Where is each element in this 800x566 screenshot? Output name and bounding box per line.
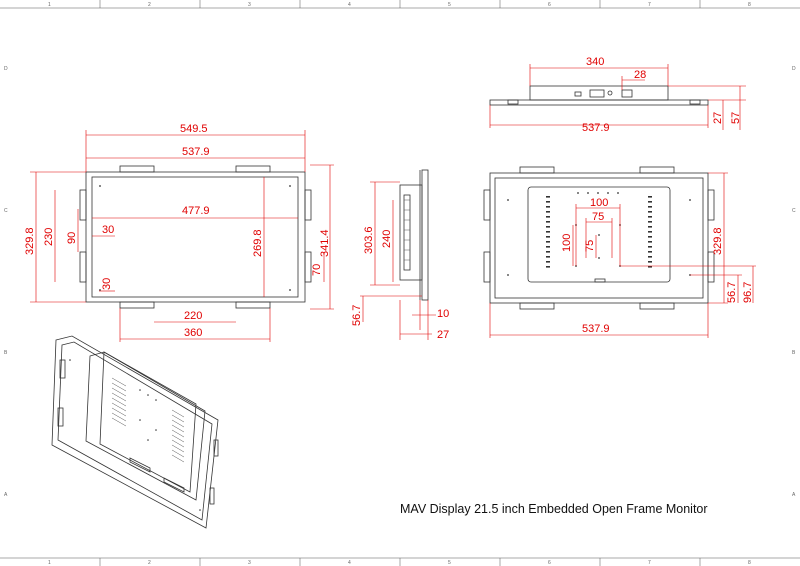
col-label: 1	[48, 560, 51, 566]
dim-vesa-100-v: 100	[561, 234, 573, 252]
dim-bottom-360: 360	[184, 327, 202, 339]
col-label: 6	[548, 2, 551, 8]
dim-depth-27: 27	[437, 329, 449, 341]
column-labels-bottom: 1 2 3 4 5 6 7 8	[48, 560, 751, 566]
col-label: 7	[648, 560, 651, 566]
dim-depth-10: 10	[437, 308, 449, 320]
dim-bottom-220: 220	[184, 310, 202, 322]
col-label: 2	[148, 560, 151, 566]
dim-height-27: 27	[712, 112, 724, 124]
drawing-title: MAV Display 21.5 inch Embedded Open Fram…	[400, 502, 708, 516]
dim-height-240: 240	[381, 230, 393, 248]
dim-rear-offset-96-7: 96.7	[742, 282, 754, 303]
col-label: 8	[748, 2, 751, 8]
col-label: 3	[248, 560, 251, 566]
dim-outer-height: 341.4	[319, 229, 331, 257]
col-label: 4	[348, 2, 351, 8]
row-label: D	[4, 66, 8, 72]
side-view: 303.6 240 56.7 10 27	[351, 169, 449, 341]
dim-offset-30-bottom: 30	[101, 278, 113, 290]
col-label: 7	[648, 2, 651, 8]
dim-vesa-75-h: 75	[592, 211, 604, 223]
dim-vesa-75-v: 75	[584, 240, 596, 252]
col-label: 8	[748, 560, 751, 566]
col-label: 3	[248, 2, 251, 8]
dim-width-537-9: 537.9	[582, 122, 610, 134]
top-view: 340 28 537.9 27 57	[489, 56, 746, 134]
front-view: 549.5 537.9 477.9 329.8 230 90 30 30 269…	[24, 123, 334, 342]
dim-offset-30-top: 30	[102, 224, 114, 236]
row-label: A	[4, 492, 8, 498]
dim-height-230: 230	[43, 228, 55, 246]
dim-active-width: 477.9	[182, 205, 210, 217]
col-label: 5	[448, 2, 451, 8]
dim-width-340: 340	[586, 56, 604, 68]
dim-rear-offset-56-7: 56.7	[726, 282, 738, 303]
row-label: B	[792, 350, 796, 356]
row-label: C	[792, 208, 796, 214]
row-labels: D C B A D C B A	[4, 66, 796, 498]
col-label: 5	[448, 560, 451, 566]
dim-overall-width: 549.5	[180, 123, 208, 135]
dim-rear-width-537-9: 537.9	[582, 323, 610, 335]
col-label: 1	[48, 2, 51, 8]
isometric-view	[51, 335, 219, 529]
dim-frame-width: 537.9	[182, 146, 210, 158]
dim-offset-70: 70	[311, 264, 323, 276]
dim-overall-height: 329.8	[24, 227, 36, 255]
dim-vesa-100-h: 100	[590, 197, 608, 209]
dim-height-57: 57	[730, 112, 742, 124]
col-label: 2	[148, 2, 151, 8]
dim-height-90: 90	[66, 232, 78, 244]
row-label: B	[4, 350, 8, 356]
col-label: 4	[348, 560, 351, 566]
rear-view: 100 75 100 75 329.8 56.7 96.7 537.9	[483, 166, 756, 338]
row-label: C	[4, 208, 8, 214]
dim-rear-height-329-8: 329.8	[712, 227, 724, 255]
dim-width-28: 28	[634, 69, 646, 81]
column-labels-top: 1 2 3 4 5 6 7 8	[48, 2, 751, 8]
col-label: 6	[548, 560, 551, 566]
dim-active-height: 269.8	[252, 229, 264, 257]
row-label: A	[792, 492, 796, 498]
row-label: D	[792, 66, 796, 72]
dim-height-303-6: 303.6	[363, 226, 375, 254]
dim-offset-56-7: 56.7	[351, 305, 363, 326]
